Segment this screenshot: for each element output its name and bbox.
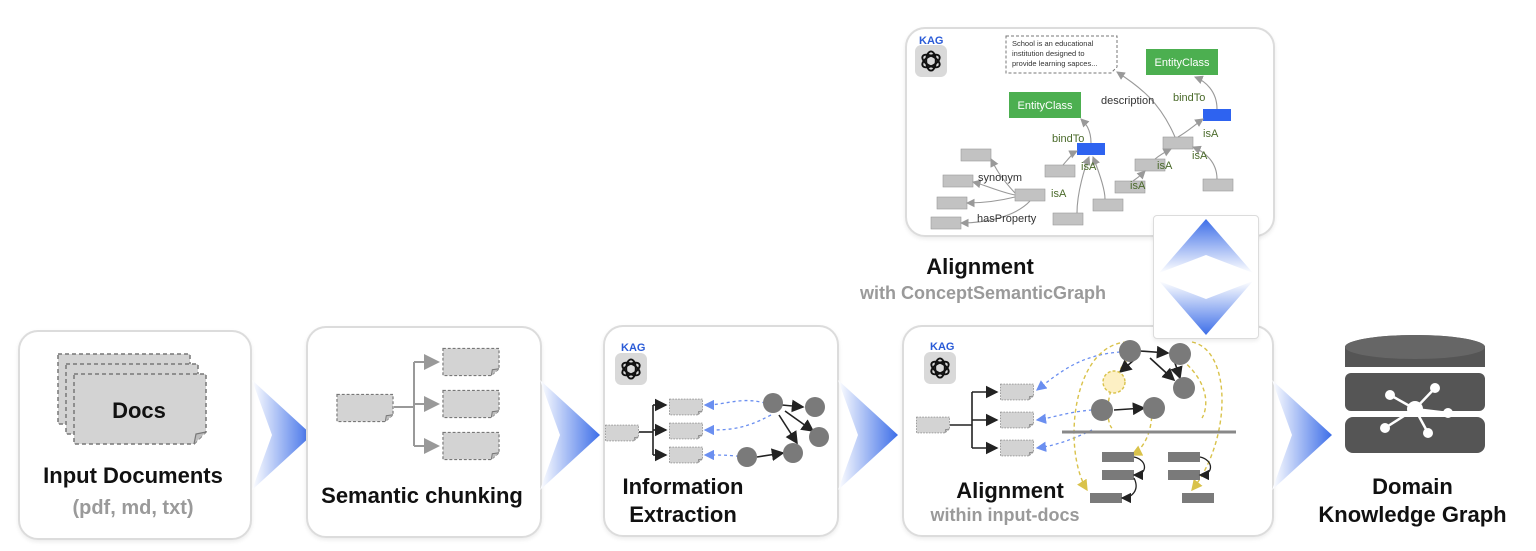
alignment-docs-title: Alignment [956, 478, 1064, 503]
svg-text:provide learning sapces...: provide learning sapces... [1012, 59, 1097, 68]
svg-text:synonym: synonym [978, 172, 1022, 184]
alignment-docs-subtitle: within input-docs [930, 505, 1080, 525]
flow-arrow-1 [252, 380, 312, 490]
flow-arrow-3 [838, 380, 898, 490]
svg-text:isA: isA [1157, 160, 1173, 172]
alignment-concept-title: Alignment [926, 254, 1034, 279]
svg-text:KAG: KAG [919, 35, 943, 47]
information-extraction-title-line2: Extraction [629, 502, 737, 527]
svg-text:isA: isA [1192, 150, 1208, 162]
svg-text:EntityClass: EntityClass [1017, 100, 1073, 112]
extraction-diagram: KAG [605, 342, 829, 467]
input-documents-title: Input Documents [43, 463, 223, 488]
knowledge-graph-title-line1: Domain [1372, 474, 1453, 499]
semantic-chunking-title: Semantic chunking [321, 483, 523, 508]
svg-text:KAG: KAG [930, 341, 954, 353]
chunking-diagram [336, 347, 500, 461]
svg-text:hasProperty: hasProperty [977, 213, 1037, 225]
svg-text:bindTo: bindTo [1173, 92, 1205, 104]
flow-arrow-4 [1272, 380, 1332, 490]
input-documents-subtitle: (pdf, md, txt) [72, 497, 194, 519]
bidirectional-arrow-icon [1159, 219, 1253, 335]
docs-stack-icon [57, 353, 207, 445]
docs-label: Docs [112, 398, 166, 423]
openai-icon [915, 45, 947, 77]
svg-text:isA: isA [1051, 188, 1067, 200]
alignment-docs-diagram: KAG [916, 340, 1236, 504]
openai-icon [615, 353, 647, 385]
svg-text:institution designed to: institution designed to [1012, 49, 1085, 58]
svg-text:bindTo: bindTo [1052, 133, 1084, 145]
flow-arrow-2 [540, 380, 600, 490]
openai-icon [924, 352, 956, 384]
svg-text:EntityClass: EntityClass [1154, 57, 1210, 69]
entity-class-2 [1146, 49, 1218, 75]
svg-text:School is an educational: School is an educational [1012, 39, 1094, 48]
svg-text:isA: isA [1081, 161, 1097, 173]
svg-text:isA: isA [1130, 180, 1146, 192]
svg-text:KAG: KAG [621, 342, 645, 354]
entity-class-1 [1009, 92, 1081, 118]
alignment-concept-subtitle: with ConceptSemanticGraph [859, 283, 1107, 303]
database-icon [1345, 335, 1485, 453]
svg-text:description: description [1101, 95, 1154, 107]
knowledge-graph-title-line2: Knowledge Graph [1318, 502, 1507, 527]
information-extraction-title-line1: Information [622, 474, 744, 499]
svg-text:isA: isA [1203, 128, 1219, 140]
concept-graph-diagram: KAG School is an educational institution… [915, 35, 1234, 230]
